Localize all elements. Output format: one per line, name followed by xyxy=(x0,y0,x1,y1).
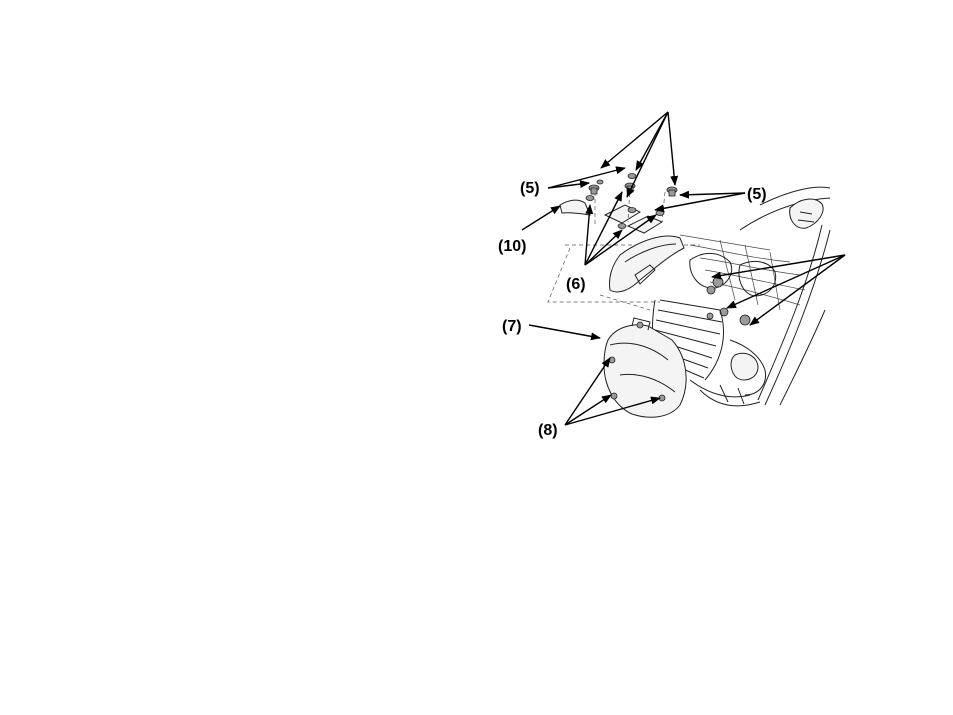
callout-6: (6) xyxy=(566,276,586,293)
callout-5-right: (5) xyxy=(747,186,767,203)
bolts-group xyxy=(586,174,677,229)
callout-7: (7) xyxy=(502,318,522,335)
motorcycle-engine-illustration xyxy=(548,174,830,418)
callout-5-left: (5) xyxy=(520,180,540,197)
callout-8: (8) xyxy=(538,422,558,439)
callout-10: (10) xyxy=(498,238,526,255)
